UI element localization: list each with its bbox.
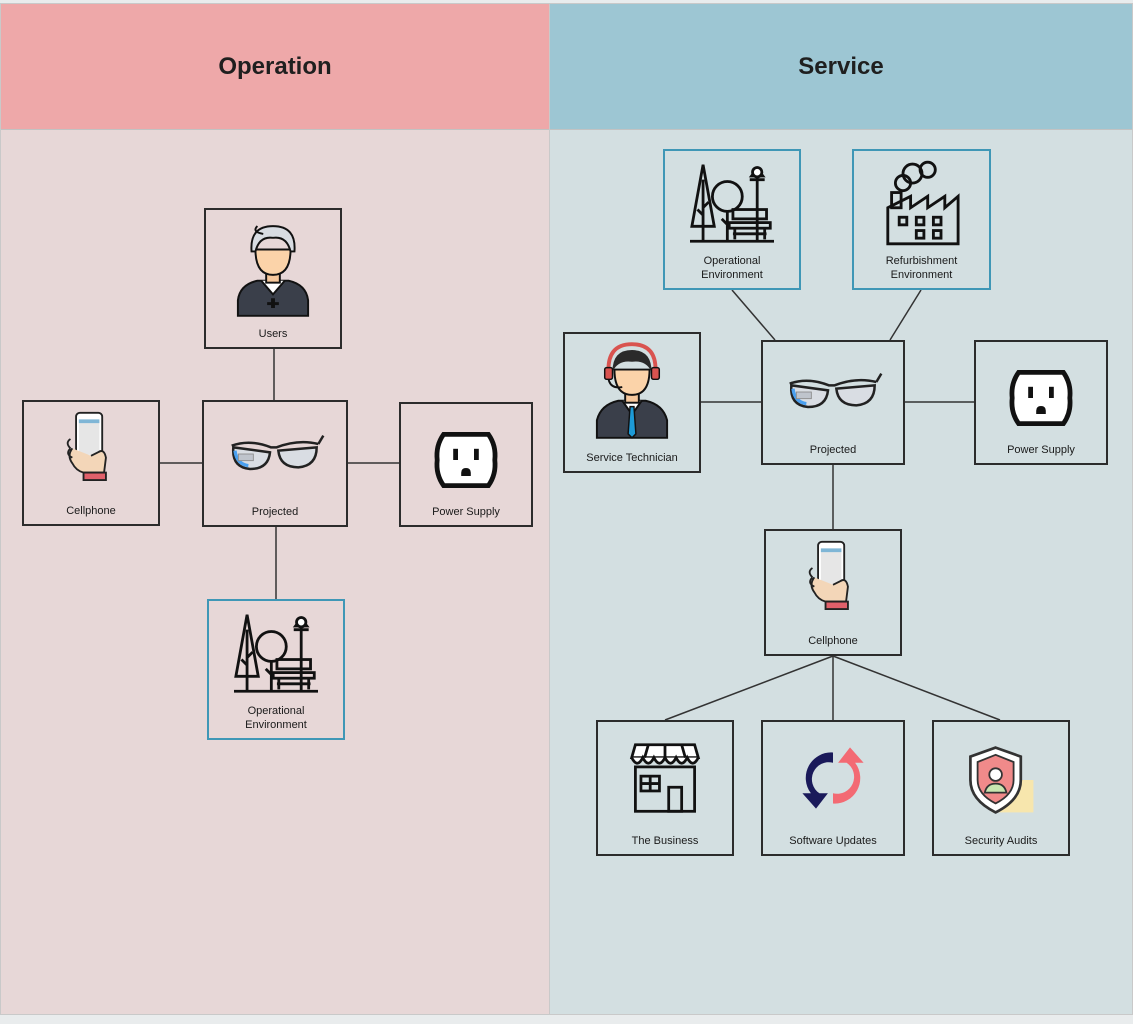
park-icon bbox=[690, 161, 774, 245]
cellphone-icon bbox=[63, 410, 119, 496]
node-sv-projected[interactable]: Projected bbox=[761, 340, 905, 465]
service-lane-title: Service bbox=[550, 4, 1132, 130]
factory-icon bbox=[884, 159, 960, 247]
node-software-updates-label: Software Updates bbox=[789, 835, 877, 847]
node-cellphone[interactable]: Cellphone bbox=[22, 400, 160, 526]
sync-arrows-icon bbox=[799, 742, 867, 814]
node-projected[interactable]: Projected bbox=[202, 400, 348, 527]
node-security-audits-label: Security Audits bbox=[964, 835, 1038, 847]
node-users-label: Users bbox=[258, 328, 288, 340]
storefront-icon bbox=[628, 740, 702, 816]
operation-lane: Operation bbox=[0, 3, 550, 1015]
technician-headset-icon bbox=[593, 342, 671, 440]
node-the-business[interactable]: The Business bbox=[596, 720, 734, 856]
node-the-business-label: The Business bbox=[631, 835, 699, 847]
node-sv-power-supply-label: Power Supply bbox=[1007, 444, 1075, 456]
node-power-supply[interactable]: Power Supply bbox=[399, 402, 533, 527]
node-service-technician-label: Service Technician bbox=[586, 452, 678, 464]
power-outlet-icon bbox=[1005, 366, 1077, 430]
power-outlet-icon bbox=[430, 428, 502, 492]
node-service-technician[interactable]: Service Technician bbox=[563, 332, 701, 473]
security-shield-icon bbox=[965, 742, 1037, 818]
node-sv-cellphone-label: Cellphone bbox=[808, 635, 858, 647]
service-lane: Service bbox=[549, 3, 1133, 1015]
park-icon bbox=[234, 611, 318, 695]
operation-lane-title: Operation bbox=[1, 4, 549, 130]
node-power-supply-label: Power Supply bbox=[432, 506, 500, 518]
node-projected-label: Projected bbox=[251, 506, 299, 518]
node-software-updates[interactable]: Software Updates bbox=[761, 720, 905, 856]
node-sv-cellphone[interactable]: Cellphone bbox=[764, 529, 902, 656]
cellphone-icon bbox=[805, 539, 861, 625]
node-security-audits[interactable]: Security Audits bbox=[932, 720, 1070, 856]
user-icon bbox=[234, 220, 312, 318]
smart-glasses-icon bbox=[783, 366, 883, 418]
smart-glasses-icon bbox=[225, 428, 325, 480]
node-sv-projected-label: Projected bbox=[809, 444, 857, 456]
node-sv-power-supply[interactable]: Power Supply bbox=[974, 340, 1108, 465]
node-cellphone-label: Cellphone bbox=[66, 505, 116, 517]
node-users[interactable]: Users bbox=[204, 208, 342, 349]
